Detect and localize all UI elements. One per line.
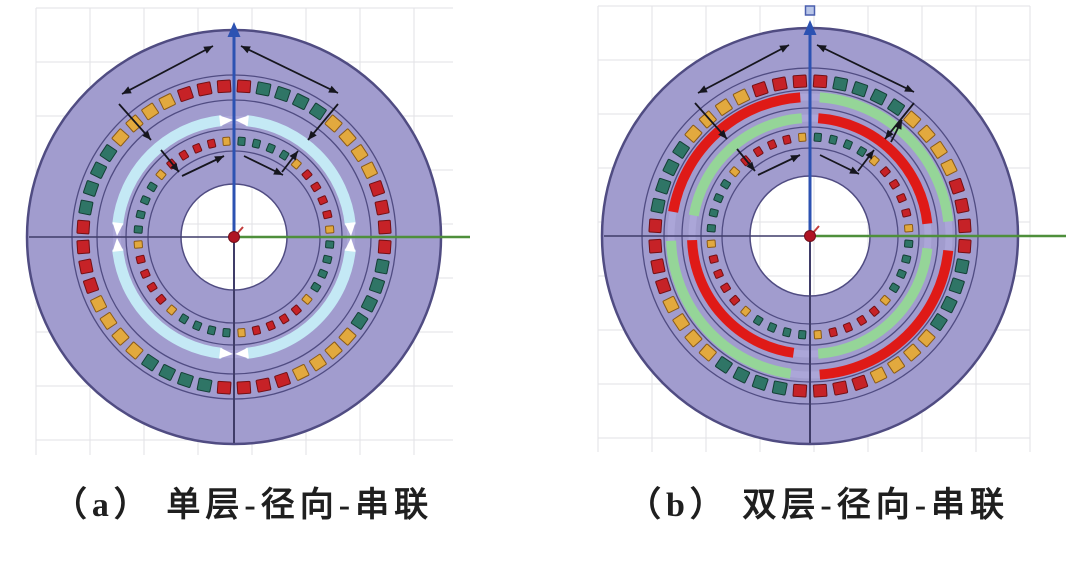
caption-figure-a: （a） 单层-径向-串联 xyxy=(52,487,434,524)
outer-slot-ring xyxy=(648,74,972,398)
y-axis-arrowhead-icon xyxy=(803,20,817,35)
axis-handle-icon xyxy=(804,5,816,16)
caption-figure-b: （b） 双层-径向-串联 xyxy=(626,487,1010,524)
figure-b-diagram xyxy=(597,5,1066,452)
symmetry-lines xyxy=(604,235,811,443)
symmetry-lines xyxy=(29,236,235,443)
origin-dot xyxy=(804,230,816,242)
bore-grid xyxy=(751,177,869,295)
coordinate-axes xyxy=(227,22,470,239)
y-axis-arrowhead-icon xyxy=(227,22,241,37)
origin-marker xyxy=(804,225,820,242)
coordinate-axes xyxy=(803,5,1066,238)
origin-marker xyxy=(228,226,244,243)
origin-dot xyxy=(228,231,240,243)
inner-slot-ring xyxy=(133,136,335,338)
annotation-arrows xyxy=(118,45,339,177)
outer-slot-ring xyxy=(76,79,392,395)
figure-a-diagram xyxy=(25,7,470,455)
annotation-arrows xyxy=(694,44,915,176)
bore-grid xyxy=(182,185,286,289)
